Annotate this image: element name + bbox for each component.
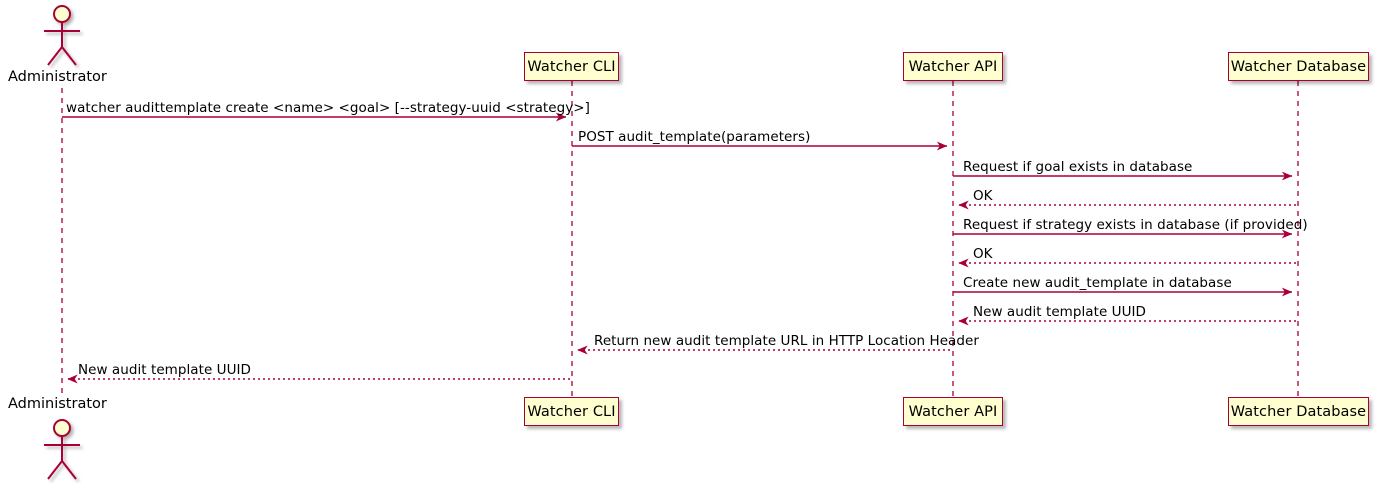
message-label-3: Request if goal exists in database (963, 159, 1193, 175)
message-label-9: Return new audit template URL in HTTP Lo… (594, 333, 979, 349)
participant-label: Watcher API (908, 403, 998, 420)
message-label-2: POST audit_template(parameters) (578, 129, 811, 145)
participant-label: Watcher CLI (527, 403, 616, 420)
message-label-7: Create new audit_template in database (963, 275, 1232, 291)
message-label-8: New audit template UUID (973, 304, 1146, 320)
participant-box-watcher-database-top[interactable]: Watcher Database (1228, 52, 1369, 81)
participant-label: Watcher CLI (527, 58, 616, 75)
participant-box-watcher-database-bottom[interactable]: Watcher Database (1228, 397, 1369, 426)
message-label-6: OK (973, 246, 993, 262)
message-label-10: New audit template UUID (78, 362, 251, 378)
actor-label-administrator-bottom: Administrator (8, 396, 107, 412)
message-label-4: OK (973, 188, 993, 204)
participant-box-watcher-api-bottom[interactable]: Watcher API (903, 397, 1003, 426)
participant-box-watcher-api-top[interactable]: Watcher API (903, 52, 1003, 81)
participant-label: Watcher Database (1230, 403, 1367, 420)
participant-label: Watcher Database (1230, 58, 1367, 75)
participant-box-watcher-cli-top[interactable]: Watcher CLI (524, 52, 619, 81)
actor-administrator-bottom (44, 419, 80, 480)
actor-label-administrator-top: Administrator (8, 69, 107, 85)
lifelines (61, 81, 1299, 398)
message-label-1: watcher audittemplate create <name> <goa… (66, 100, 590, 116)
participant-box-watcher-cli-bottom[interactable]: Watcher CLI (524, 397, 619, 426)
participant-label: Watcher API (908, 58, 998, 75)
actor-administrator-top (44, 5, 80, 66)
message-arrows (62, 112, 1298, 384)
message-label-5: Request if strategy exists in database (… (963, 217, 1308, 233)
